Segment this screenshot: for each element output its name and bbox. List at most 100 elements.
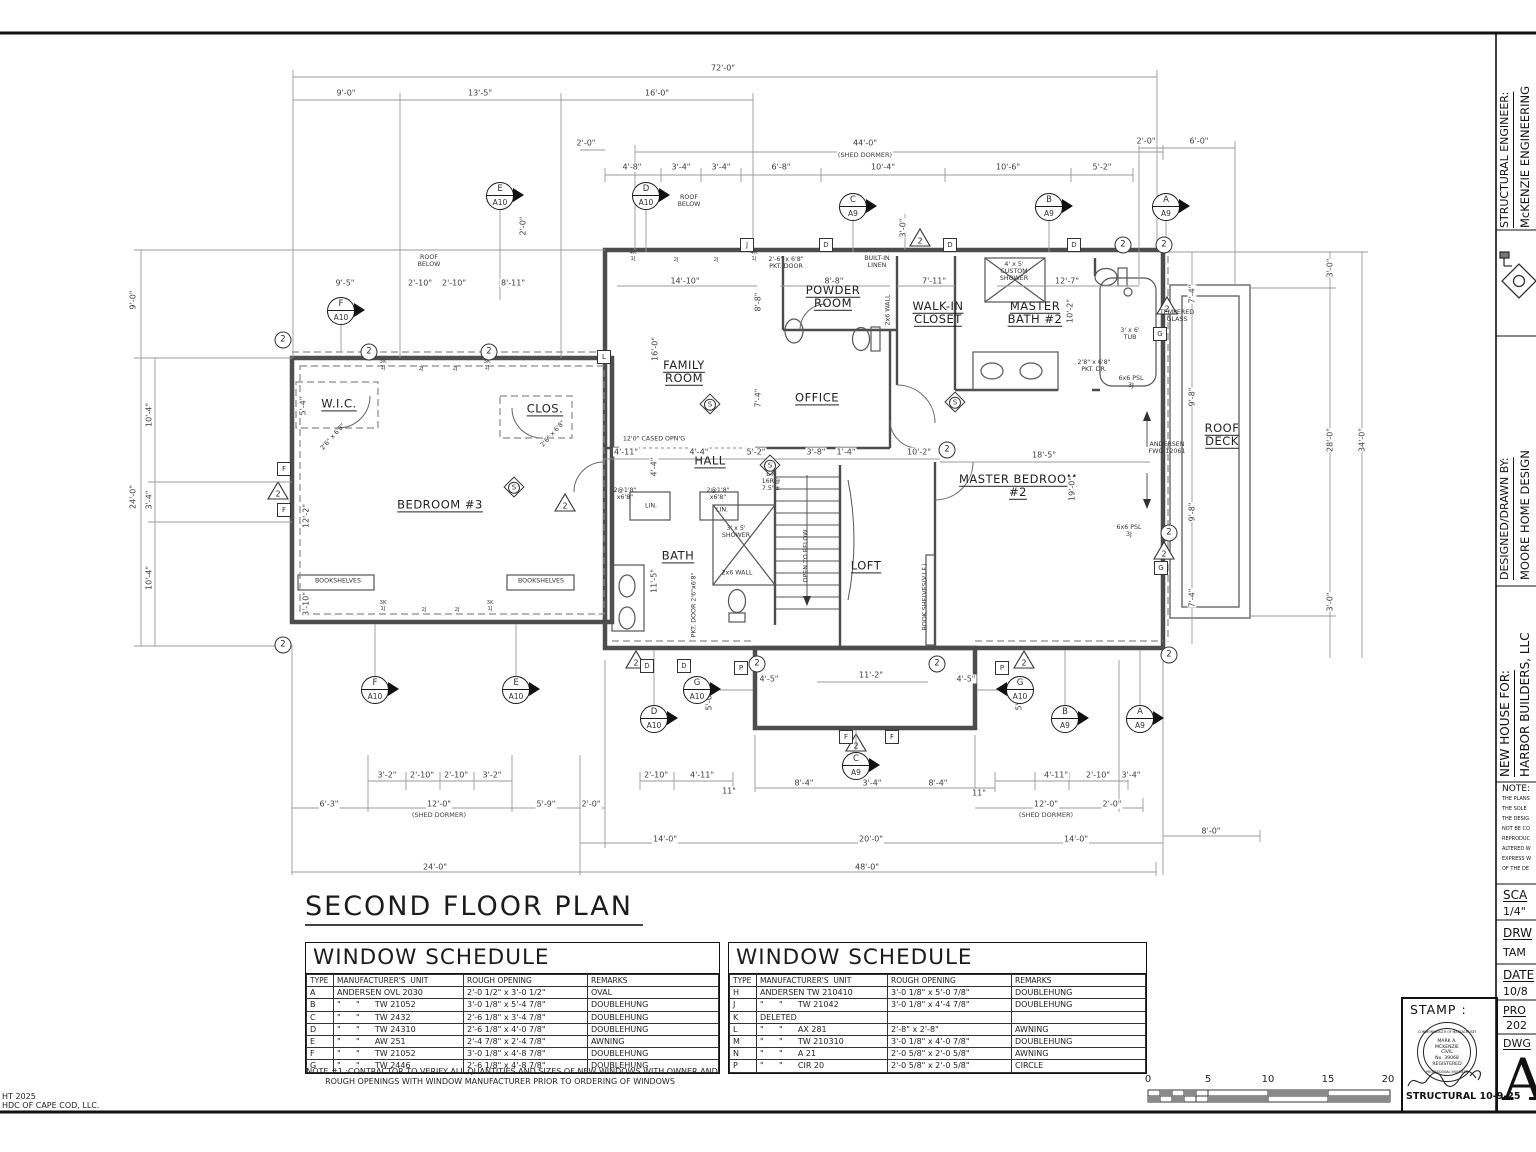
schedule-row: J " " TW 21042 3'-0 1/8" x 4'-4 7/8" DOU… [729,998,1146,1012]
bookshelves-label: BOOKSHELVES [517,577,565,585]
dim-label: 3'-4" [1120,770,1142,780]
2x6-wall-label: 2x6 WALL [721,569,753,577]
marker-arrow-icon [529,682,540,696]
dim-label: 6'-8" [770,162,792,172]
marker-arrow-icon [513,188,524,202]
note-line: NOT BE CO [1502,826,1530,832]
window-tag: P [995,661,1009,675]
sheet-number: A [1502,1046,1536,1114]
window-tag: D [1067,238,1081,252]
window-schedule-right-title: WINDOW SCHEDULE [729,943,1146,974]
window-tag: F [839,730,853,744]
window-tag: L [597,350,611,364]
dim-label: 2'-10" [442,770,470,780]
dim-label: 4'-4" [649,457,659,477]
room-hall: HALL [694,453,726,468]
dim-label: 4'-11" [612,447,640,457]
header-tag: 3K 1J [379,359,387,371]
dim-label: 3'-0" [1325,592,1335,612]
room-closet: CLOS. [526,401,564,416]
dim-label: 18'-5" [1030,450,1058,460]
dim-label: 5'-4" [298,396,308,416]
col-type: TYPE [306,973,334,988]
shear-marker: 2 [1161,549,1167,559]
room-wic: W.I.C. [321,396,357,411]
header-tag: 2J [454,607,460,614]
dim-label: 3'-4" [710,162,732,172]
wall-type-marker: 2 [1160,524,1178,542]
dim-label: 28'-0" [1325,427,1335,453]
note-line: THE SOLE [1502,806,1527,812]
drawn-label: DRW [1503,926,1532,940]
engineer-seal: COMMONWEALTH OF MASSACHUSETTS MARK A.MCK… [1417,1022,1477,1082]
seal-ring-bottom: PROFESSIONAL ENGINEER [1426,1070,1468,1074]
header-tag: 3K 1J [486,600,494,612]
dim-label: 7'-11" [920,276,948,286]
dim-label: 4'-5" [758,674,780,684]
dim-label: 4'-11" [688,770,716,780]
stamp-label: STAMP : [1410,1002,1467,1017]
dim-label: 4'-5" [955,674,977,684]
dim-label: 4'-8" [621,162,643,172]
dim-label: 8'-8" [823,276,845,286]
schedule-row: G " " TW 2446 2'-6 1/8" x 4'-8 7/8" DOUB… [306,1059,719,1073]
stamp-note: STRUCTURAL 10-9-25 [1406,1091,1521,1102]
marker-arrow-icon [1062,199,1073,213]
schedule-row: M " " TW 210310 3'-0 1/8" x 4'-0 7/8" DO… [729,1034,1146,1049]
dim-label: 10'-4" [869,162,897,172]
header-tag: 3K 1J [379,600,387,612]
linen-label: LIN. [715,506,729,514]
shower-3x5-label: 3' x 5' SHOWER [721,524,751,539]
dim-label: 9'-0" [128,290,138,310]
note-line: OF THE DE [1502,866,1529,872]
dim-label: 10'-4" [144,402,154,428]
room-office: OFFICE [795,390,839,405]
note-line: THE PLANS [1502,796,1530,802]
marker-arrow-icon [659,188,670,202]
dim-label: 11'-2" [857,670,885,680]
dim-label: 10'-2" [905,447,933,457]
window-tag: D [943,238,957,252]
wall-type-marker: 2 [274,331,292,349]
andersen-door-label: ANDERSEN FWG 12061 [1148,440,1186,455]
open-to-below-label: OPEN TO BELOW [802,529,810,583]
2x6-wall-label: 2x6 WALL [884,294,892,326]
dim-label: 4'-11" [1042,770,1070,780]
marker-arrow-icon [996,682,1007,696]
pocket-door-label: 2'-6" x 6'8" PKT. DOOR [768,255,804,270]
window-tag: D [640,659,654,673]
book-shelves-vif-label: BOOK SHELVES(V.I.F.) [921,563,929,631]
room-bath: BATH [661,548,695,563]
project-value: 202 [1506,1019,1527,1032]
wall-type-marker: 2 [1155,236,1173,254]
window-schedule-left: WINDOW SCHEDULE TYPE MANUFACTURER'S UNIT… [305,942,720,1074]
window-tag: P [734,661,748,675]
dim-label: 8'-11" [499,278,527,288]
schedule-row: H ANDERSEN TW 210410 3'-0 1/8" x 5'-0 7/… [729,986,1146,1000]
dim-label: 8'-0" [1200,826,1222,836]
dim-label: 10'-4" [144,565,154,591]
project-label: PRO [1503,1004,1526,1017]
dim-label: 3'-4" [670,162,692,172]
designed-by-label: DESIGNED/DRAWN BY: [1498,457,1511,580]
schedule-row: C " " TW 2432 2'-6 1/8" x 3'-4 7/8" DOUB… [306,1010,719,1024]
structural-engineer-name: McKENZIE ENGINEERING [1518,85,1532,228]
dim-label: 16'-0" [643,88,671,98]
dim-label: 3'-10" [301,591,311,617]
dim-label: 44'-0" [851,138,879,148]
dim-label: 4'-4" [688,447,710,457]
schedule-header-row: TYPE MANUFACTURER'S UNIT ROUGH OPENING R… [729,973,1146,988]
schedule-note-line1: NOTE #1 :CONTRACTOR TO VERIFY ALL QUANTI… [306,1067,718,1076]
wall-type-marker: 2 [748,655,766,673]
room-bedroom3: BEDROOM #3 [397,497,483,512]
header-tag: 3K 1J [483,359,491,371]
note-line: ALTERED W [1502,846,1531,852]
dim-label: 11'-5" [649,568,659,594]
dim-label: 7'-4" [1187,284,1197,304]
